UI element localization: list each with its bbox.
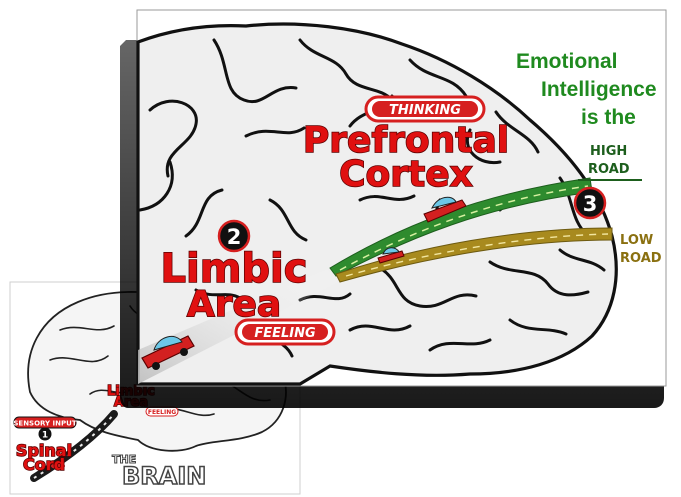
sensory-input-badge: SENSORY INPUT (13, 417, 76, 428)
thinking-label: THINKING (389, 103, 461, 118)
thinking-badge: THINKING (366, 97, 484, 121)
spinal-label-line2: Cord (23, 455, 65, 474)
marker-three-label: 3 (583, 192, 598, 216)
marker-one: 1 (39, 428, 52, 441)
small-feeling-badge: FEELING (146, 407, 178, 416)
cortex-label: Cortex (339, 154, 473, 195)
headline-line1: Emotional (516, 50, 618, 73)
marker-two-label: 2 (227, 225, 242, 249)
marker-one-label: 1 (42, 431, 48, 441)
marker-two: 2 (219, 221, 249, 251)
small-feeling-label: FEELING (148, 409, 176, 416)
marker-three: 3 (575, 188, 605, 218)
low-road-label-line2: ROAD (620, 251, 662, 266)
sensory-input-label: SENSORY INPUT (13, 420, 76, 428)
high-road-label-line2: ROAD (588, 162, 630, 177)
feeling-badge: FEELING (236, 320, 334, 344)
feeling-label: FEELING (254, 326, 316, 341)
headline-line2: Intelligence (541, 78, 657, 101)
low-road-label-line1: LOW (620, 233, 653, 248)
high-road-label-line1: HIGH (590, 144, 627, 159)
headline-line3: is the (581, 106, 636, 129)
brain-title: BRAIN (122, 462, 206, 490)
